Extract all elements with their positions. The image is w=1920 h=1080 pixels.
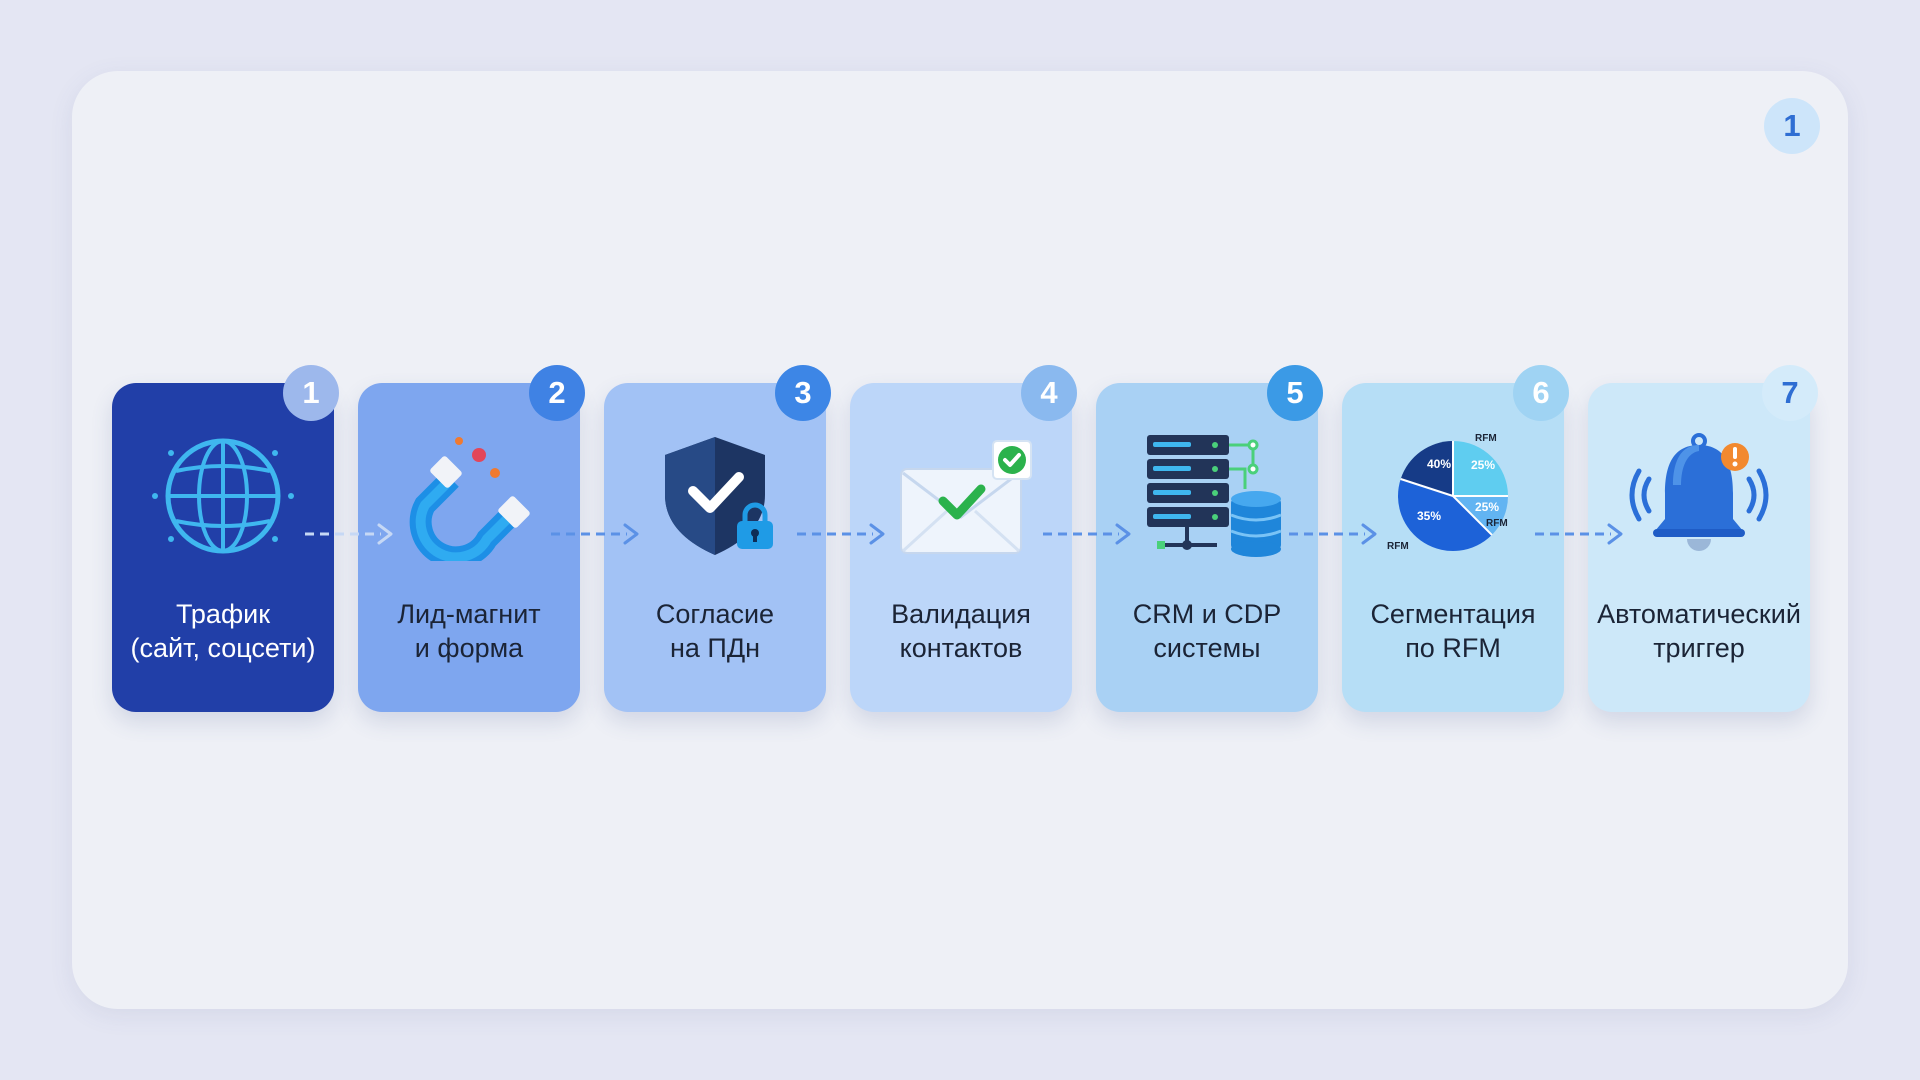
- arrow-right-icon: [1533, 522, 1625, 546]
- step-card-auto-trigger: Автоматический триггер: [1588, 383, 1810, 712]
- shield-lock-icon: [635, 431, 795, 561]
- step-card-consent: Согласие на ПДн: [604, 383, 826, 712]
- step-number-badge: 6: [1513, 365, 1569, 421]
- step-card-crm-cdp: CRM и CDP системы: [1096, 383, 1318, 712]
- step-label: CRM и CDP системы: [1132, 599, 1282, 663]
- arrow-right-icon: [1287, 522, 1379, 546]
- step-label: Валидация контактов: [891, 599, 1031, 663]
- step-label: Согласие на ПДн: [655, 599, 775, 663]
- globe-icon: [143, 431, 303, 561]
- step-label: Сегментация по RFM: [1370, 599, 1536, 663]
- envelope-check-icon: [881, 431, 1041, 561]
- pie-segment-label: 35%: [1417, 509, 1441, 523]
- step-label: Автоматический триггер: [1597, 599, 1801, 663]
- step-card-rfm-segmentation: 40% 25% 25% 35% RFM RFM RFM Сегментация …: [1342, 383, 1564, 712]
- step-label: Трафик (сайт, соцсети): [130, 599, 316, 663]
- arrow-right-icon: [1041, 522, 1133, 546]
- magnet-icon: [389, 431, 549, 561]
- pie-chart-icon: 40% 25% 25% 35% RFM RFM RFM: [1373, 431, 1533, 561]
- arrow-right-icon: [303, 522, 395, 546]
- step-card-traffic: Трафик (сайт, соцсети): [112, 383, 334, 712]
- step-label: Лид-магнит и форма: [397, 599, 541, 663]
- bell-alert-icon: [1619, 431, 1779, 561]
- arrow-right-icon: [795, 522, 887, 546]
- step-number-badge: 5: [1267, 365, 1323, 421]
- step-card-lead-magnet: Лид-магнит и форма: [358, 383, 580, 712]
- pie-segment-label: 25%: [1475, 500, 1499, 514]
- rfm-label: RFM: [1475, 433, 1497, 444]
- step-card-validation: Валидация контактов: [850, 383, 1072, 712]
- step-number-badge: 7: [1762, 365, 1818, 421]
- pie-segment-label: 40%: [1427, 457, 1451, 471]
- rfm-label: RFM: [1387, 541, 1409, 552]
- arrow-right-icon: [549, 522, 641, 546]
- step-number-badge: 3: [775, 365, 831, 421]
- step-number-badge: 2: [529, 365, 585, 421]
- step-number-badge: 1: [283, 365, 339, 421]
- step-number-badge: 4: [1021, 365, 1077, 421]
- server-database-icon: [1127, 431, 1287, 561]
- pie-segment-label: 25%: [1471, 458, 1495, 472]
- rfm-label: RFM: [1486, 518, 1508, 529]
- page-number-badge: 1: [1764, 98, 1820, 154]
